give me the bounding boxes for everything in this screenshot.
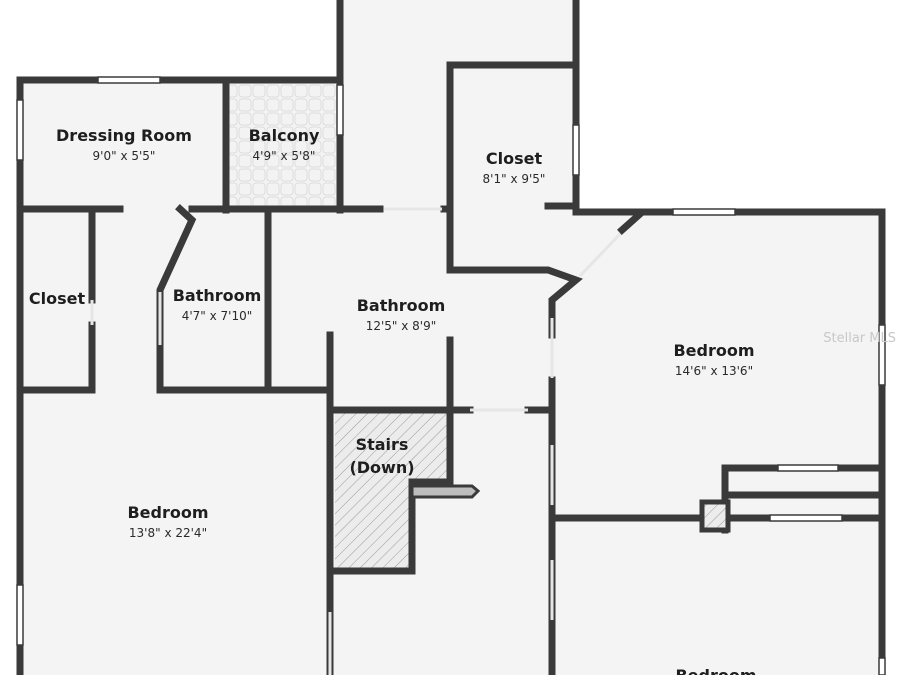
window-bottom-right <box>878 657 886 675</box>
dressing-room-floor <box>20 80 226 210</box>
stairs-walls <box>331 406 454 575</box>
window-dressing-top <box>97 76 161 84</box>
bedroom-bottom-label: Bedroom <box>675 666 756 675</box>
stairs-label-line1: Stairs <box>356 435 409 454</box>
window-right-bedroom-right <box>878 324 886 386</box>
closet-top-label: Closet <box>486 149 543 168</box>
bedroom-right-label: Bedroom <box>673 341 754 360</box>
stairs-hatch <box>335 412 450 571</box>
windows <box>16 76 886 675</box>
bathroom-small-dims: 4'7" x 7'10" <box>182 309 253 323</box>
closet-top-walls <box>446 61 583 339</box>
right-wing-floor <box>550 210 882 675</box>
column <box>699 499 731 533</box>
stairs-label-line2: (Down) <box>349 458 414 477</box>
bedroom-left-dims: 13'8" x 22'4" <box>129 526 207 540</box>
outer-left-wall <box>16 76 344 675</box>
window-rail-bottom <box>769 514 843 522</box>
bathroom-main-dims: 12'5" x 8'9" <box>366 319 437 333</box>
bathroom-main-label: Bathroom <box>357 296 446 315</box>
window-rail-top <box>777 464 839 472</box>
balcony-tile-floor <box>228 80 340 208</box>
door-closet-diag <box>578 232 622 278</box>
window-closet-top-right <box>572 124 580 176</box>
bedroom-right-dims: 14'6" x 13'6" <box>675 364 753 378</box>
balcony-label: Balcony <box>249 126 320 145</box>
dressing-room-label: Dressing Room <box>56 126 192 145</box>
balcony-dims: 4'9" x 5'8" <box>253 149 316 163</box>
window-balcony-right <box>336 84 344 136</box>
closet-top-dims: 8'1" x 9'5" <box>483 172 546 186</box>
stair-rail <box>410 484 481 499</box>
closet-left-label: Closet <box>29 289 86 308</box>
door-openings <box>90 207 622 675</box>
window-right-bedroom-top <box>672 208 736 216</box>
bathroom-small-label: Bathroom <box>173 286 262 305</box>
window-dressing-left <box>16 99 24 161</box>
right-bedroom-diag-wall <box>617 209 645 235</box>
watermark: Stellar MLS <box>823 331 896 346</box>
window-left-lower <box>16 584 24 646</box>
bedroom-left-label: Bedroom <box>127 503 208 522</box>
dressing-room-dims: 9'0" x 5'5" <box>93 149 156 163</box>
